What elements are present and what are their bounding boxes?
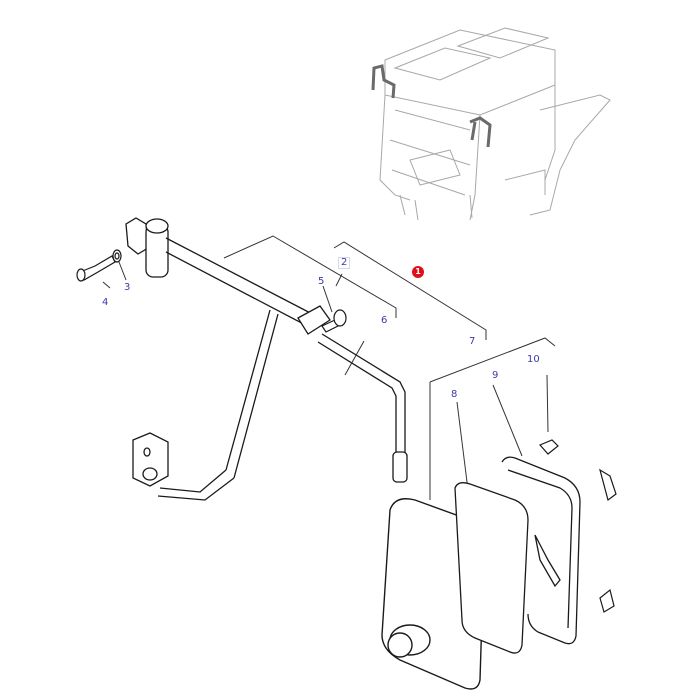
washer-part-3: [112, 249, 122, 263]
callout-9[interactable]: 9: [492, 370, 499, 381]
cab-locator-illustration: [379, 27, 611, 221]
mirror-glass-part-9: [454, 482, 529, 654]
callout-10[interactable]: 10: [527, 354, 540, 365]
callout-8[interactable]: 8: [451, 389, 458, 400]
clip-parts-10: [538, 439, 617, 613]
callout-2[interactable]: 2: [338, 257, 351, 269]
mirror-frame-gasket: [501, 456, 581, 645]
callout-3[interactable]: 3: [124, 282, 131, 293]
assembly-badge-1[interactable]: 1: [412, 266, 424, 278]
mirror-highlight-locator: [371, 64, 492, 148]
mirror-arm-bracket: [125, 217, 331, 501]
callout-leaders: [102, 235, 556, 500]
callout-4[interactable]: 4: [102, 297, 109, 308]
extension-tube-part-6: [317, 333, 408, 483]
thumb-screw-part-5: [321, 309, 347, 333]
callout-6[interactable]: 6: [381, 315, 388, 326]
callout-7[interactable]: 7: [469, 336, 476, 347]
bolt-part-4: [76, 255, 116, 282]
callout-5[interactable]: 5: [318, 276, 325, 287]
